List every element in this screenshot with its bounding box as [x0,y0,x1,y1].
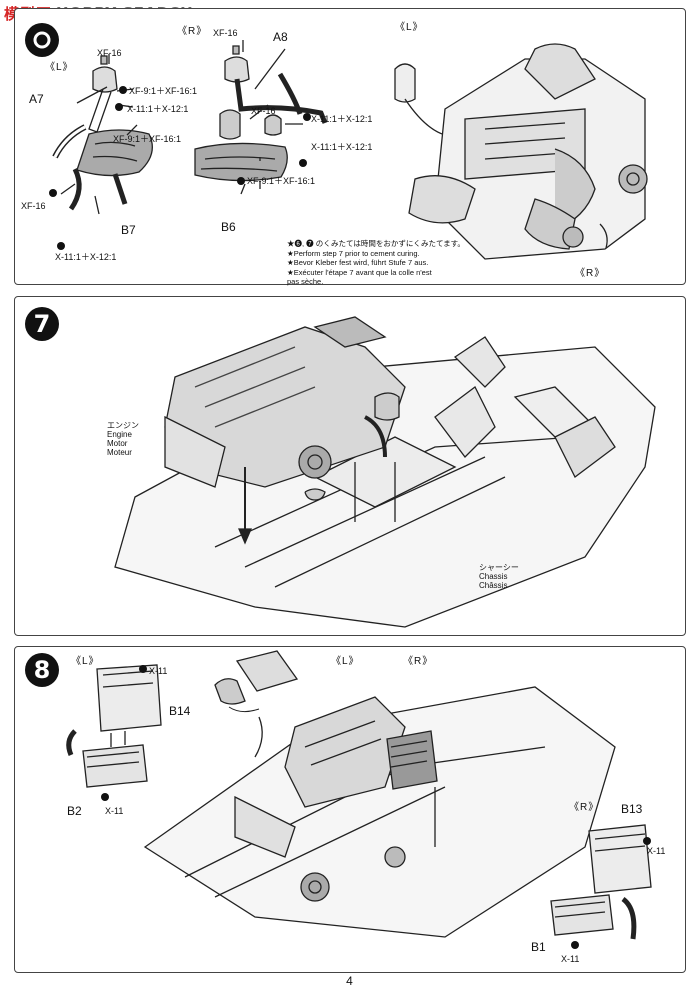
paint-label-x11-a: X-11:1＋X-12:1 [127,104,189,114]
note-jp: ★❻, ❼ のくみたては時間をおかずにくみたてます。 [287,239,465,248]
step-6-right-tag: 《R》 [177,26,208,37]
paint-marker-dot [57,242,65,250]
part-label-b1: B1 [531,940,546,954]
step-6-engine-right-tag: 《R》 [575,268,606,279]
step-6-number-badge [25,23,59,57]
part-label-b7: B7 [121,223,136,237]
step-7-panel: 7 エンジン Engine [14,296,686,636]
paint-label-x11-b: X-11:1＋X-12:1 [55,252,117,262]
part-label-b14: B14 [169,704,191,718]
note-de: ★Bevor Kleber fest wird, führt Stufe 7 a… [287,258,429,267]
part-label-b2: B2 [67,804,82,818]
chassis-label-fr: Châssis [479,581,508,590]
engine-label-jp: エンジン [107,421,139,430]
paint-label-x11-c: X-11 [647,846,666,856]
paint-marker-dot [119,86,127,94]
step-8-right-tag-2: 《R》 [569,802,600,813]
step-7-assembly-diagram [114,316,656,628]
part-label-b13: B13 [621,802,643,816]
paint-marker-dot [571,941,579,949]
step-8-left-tag-1: 《L》 [71,656,100,667]
paint-marker-dot [299,159,307,167]
part-label-b6: B6 [221,220,236,234]
note-en: ★Perform step 7 prior to cement curing. [287,248,420,258]
step-6-left-tag: 《L》 [45,62,74,73]
paint-label-x11-a: X-11 [149,666,168,676]
paint-marker-dot [139,665,147,673]
note-fr-line1: ★Exécuter l'étape 7 avant que la colle n… [287,267,432,277]
step-6-exhaust-diagram [52,40,648,260]
step-8-right-tag-1: 《R》 [403,656,434,667]
paint-label-xf9-b: XF-9:1＋XF-16:1 [113,134,182,144]
chassis-label-en: Chassis [479,572,508,581]
step-6-panel: 《L》 《R》 《L》 《R》 XF-16 A7 XF-9:1＋XF-16:1 … [14,8,686,287]
part-label-a8: A8 [273,30,288,44]
paint-label-x11-c: X-11:1＋X-12:1 [311,114,373,124]
paint-label-x11-d: X-11 [561,954,580,964]
step-8-panel: 8 [14,646,686,973]
note-fr-line2: pas sèche. [287,277,324,286]
paint-label-xf16-c: XF-16 [213,28,238,38]
paint-marker-dot [115,103,123,111]
page-number: 4 [346,974,353,988]
part-label-a7: A7 [29,92,44,106]
paint-marker-dot [49,189,57,197]
paint-label-xf16-d: XF-16 [251,106,276,116]
chassis-label: シャーシー Chassis Châssis [479,563,519,590]
engine-label: エンジン Engine Motor Moteur [107,421,139,457]
paint-label-xf9-c: XF-9:1＋XF-16:1 [247,176,316,186]
paint-marker-dot [643,837,651,845]
step-8-number-badge: 8 [25,653,59,687]
paint-label-xf9-a: XF-9:1＋XF-16:1 [129,86,198,96]
step-7-number-badge: 7 [25,307,59,341]
paint-marker-dot [101,793,109,801]
step-8-left-tag-2: 《L》 [331,656,360,667]
engine-label-en: Engine [107,430,132,439]
step-6-note: ★❻, ❼ のくみたては時間をおかずにくみたてます。 ★Perform step… [287,239,465,287]
engine-label-fr: Moteur [107,448,132,457]
paint-marker-dot [237,177,245,185]
chassis-label-jp: シャーシー [479,563,519,572]
engine-label-de: Motor [107,439,128,448]
step-8-radiator-diagram [66,650,652,940]
paint-label-xf16-b: XF-16 [21,201,46,211]
step-6-engine-left-tag: 《L》 [395,22,424,33]
paint-label-xf16-a: XF-16 [97,48,122,58]
step-number-icon [33,31,51,49]
paint-label-x11-d: X-11:1＋X-12:1 [311,142,373,152]
paint-marker-dot [303,113,311,121]
paint-label-x11-b: X-11 [105,806,124,816]
